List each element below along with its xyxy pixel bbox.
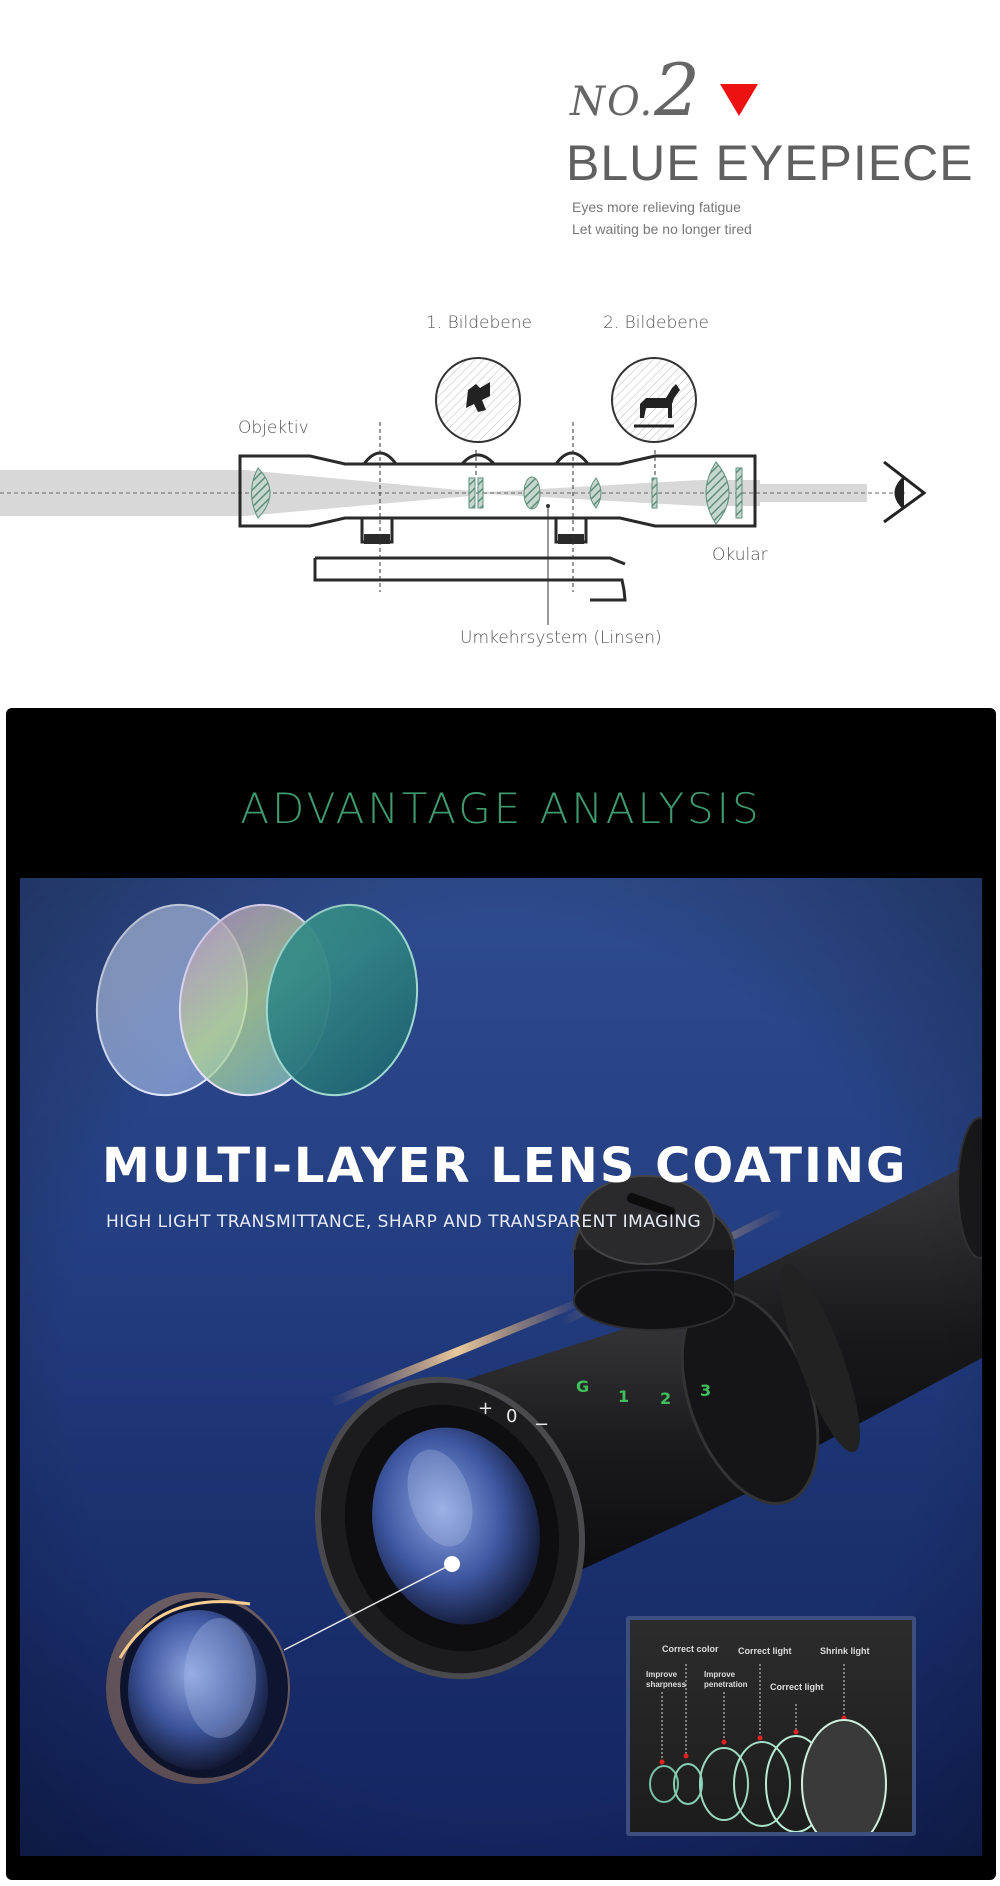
scope-diagram-graphic [0,357,927,625]
mount-clamp-1 [364,534,390,544]
inset-label-correct-color: Correct color [662,1644,719,1654]
page-title: BLUE EYEPIECE [566,135,974,191]
label-image-plane-2: 2. Bildebene [603,313,709,333]
image-plane-1-circle [435,357,521,443]
subtitle-line-2: Let waiting be no longer tired [572,221,752,237]
label-objective: Objektiv [238,418,309,438]
section-number-value: 2 [654,48,702,132]
lens-elements [251,461,743,525]
inset-label-correct-light-1: Correct light [738,1646,792,1656]
scope-body-outline [238,451,757,602]
advantage-title: ADVANTAGE ANALYSIS [240,784,762,833]
inset-label-improve-penetration: Improve penetration [704,1670,748,1689]
inset-label-shrink-light: Shrink light [820,1646,870,1656]
feature-title: MULTI-LAYER LENS COATING [102,1138,908,1194]
feature-subtitle: HIGH LIGHT TRANSMITTANCE, SHARP AND TRAN… [106,1212,702,1232]
inset-final-lens [801,1719,887,1832]
label-eyepiece: Okular [712,545,768,565]
feature-illustration: G 1 2 3 + 0 − [20,878,982,1856]
label-reversal-system: Umkehrsystem (Linsen) [460,628,662,648]
mount-clamp-2 [558,534,584,544]
top-section: NO.2 BLUE EYEPIECE Eyes more relieving f… [0,0,1000,700]
inset-lens-rings [649,1664,887,1832]
eye-icon [883,460,927,524]
inset-label-correct-light-2: Correct light [770,1682,824,1692]
lens-coating-inset: Correct color Correct light Shrink light… [626,1616,916,1836]
light-beam [0,470,905,516]
feature-showcase: G 1 2 3 + 0 − MULTI-LAYE [20,878,982,1856]
section-number-prefix: NO. [570,79,655,125]
guide-lines [379,422,656,592]
section-number: NO.2 [570,48,702,132]
red-triangle-icon [720,84,758,116]
image-plane-2-circle [611,357,697,443]
advantage-panel: ADVANTAGE ANALYSIS [6,708,996,1880]
label-image-plane-1: 1. Bildebene [426,313,532,333]
reversal-system-pointer-dot [546,504,550,508]
subtitle-line-1: Eyes more relieving fatigue [572,199,741,215]
scope-optical-diagram: 1. Bildebene 2. Bildebene Objektiv Okula… [0,300,1000,670]
inset-label-improve-sharpness: Improve sharpness [646,1670,687,1689]
